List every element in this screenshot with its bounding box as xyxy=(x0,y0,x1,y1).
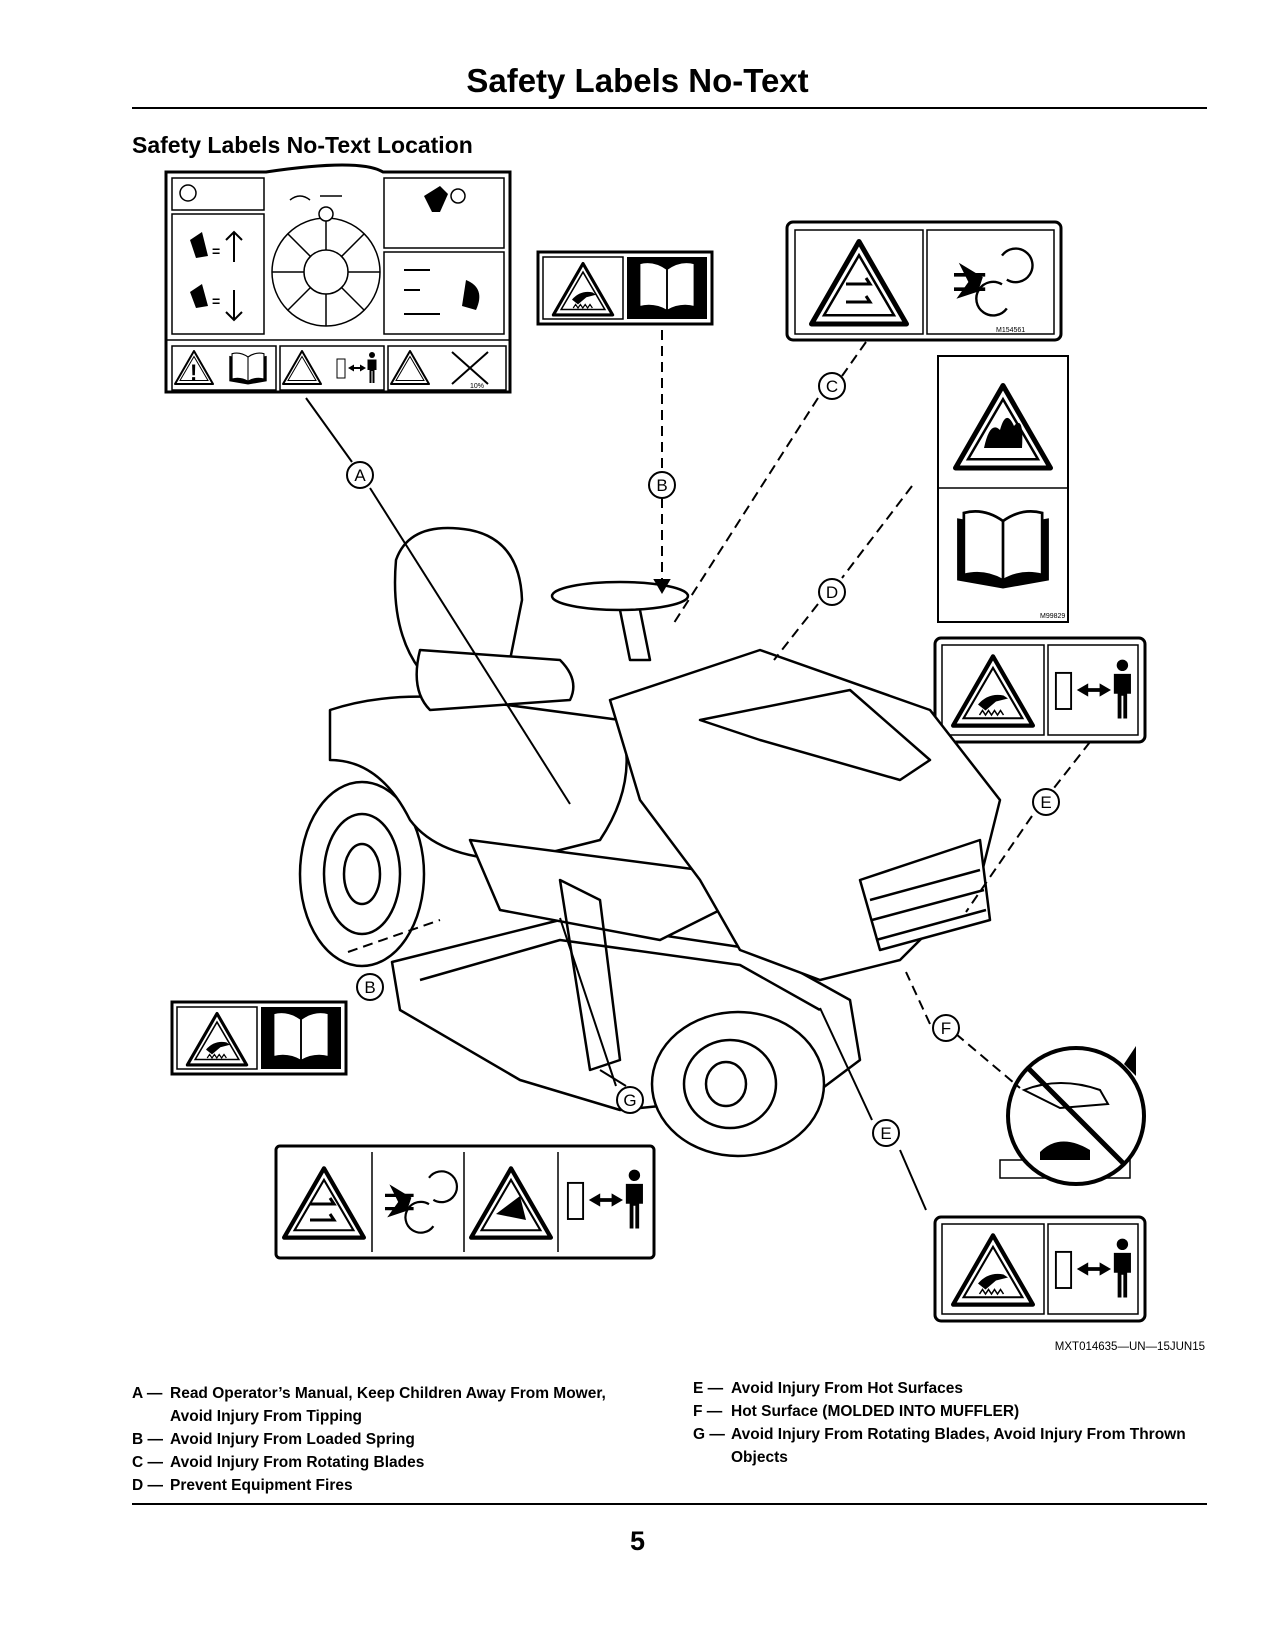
callout-g: G xyxy=(616,1086,644,1114)
label-d: M99829 xyxy=(937,355,1069,623)
legend-item-f: F — Hot Surface (MOLDED INTO MUFFLER) xyxy=(693,1400,1213,1423)
svg-text:10%: 10% xyxy=(470,383,484,390)
svg-text:D: D xyxy=(826,583,838,602)
callout-d: D xyxy=(818,578,846,606)
label-a-dash-decal: = = ! 10% xyxy=(164,163,512,394)
legend-text: Avoid Injury From Rotating Blades xyxy=(170,1454,425,1471)
riding-mower-drawing xyxy=(298,526,1002,1158)
svg-text:E: E xyxy=(880,1124,891,1143)
svg-text:A: A xyxy=(354,466,366,485)
legend-text: Avoid Injury From Rotating Blades, Avoid… xyxy=(731,1426,1186,1466)
label-e-upper xyxy=(933,636,1147,744)
svg-text:!: ! xyxy=(190,360,197,385)
svg-text:=: = xyxy=(212,293,220,309)
page-number: 5 xyxy=(629,1526,646,1556)
cut-height-dial-icon xyxy=(271,206,381,327)
svg-text:M154561: M154561 xyxy=(996,327,1025,334)
svg-text:M99829: M99829 xyxy=(1040,613,1065,620)
callout-b-top: B xyxy=(648,471,676,499)
svg-text:=: = xyxy=(212,243,220,259)
callout-c: C xyxy=(818,372,846,400)
legend-item-a: A — Read Operator’s Manual, Keep Childre… xyxy=(132,1382,652,1428)
svg-text:B: B xyxy=(364,978,375,997)
legend-key: F — xyxy=(693,1403,723,1420)
callout-e-lower: E xyxy=(872,1119,900,1147)
legend-right: E — Avoid Injury From Hot Surfaces F — H… xyxy=(693,1377,1213,1469)
label-b-lower xyxy=(170,1000,348,1076)
legend-key: G — xyxy=(693,1426,725,1443)
legend-text: Prevent Equipment Fires xyxy=(170,1477,353,1494)
callout-a: A xyxy=(346,461,374,489)
legend-item-c: C — Avoid Injury From Rotating Blades xyxy=(132,1451,652,1474)
lever-down-icon xyxy=(190,284,208,308)
label-f-muffler xyxy=(999,1046,1146,1186)
svg-text:G: G xyxy=(623,1091,636,1110)
page-title: Safety Labels No-Text xyxy=(466,62,809,99)
header-rule xyxy=(132,107,1207,109)
svg-text:E: E xyxy=(1040,793,1051,812)
legend-text: Read Operator’s Manual, Keep Children Aw… xyxy=(170,1385,606,1425)
legend-text: Hot Surface (MOLDED INTO MUFFLER) xyxy=(731,1403,1020,1420)
throttle-icon xyxy=(424,186,448,212)
callout-f: F xyxy=(932,1014,960,1042)
legend-item-g: G — Avoid Injury From Rotating Blades, A… xyxy=(693,1423,1213,1469)
svg-text:C: C xyxy=(826,377,838,396)
legend-key: A — xyxy=(132,1385,163,1402)
legend-key: C — xyxy=(132,1454,163,1471)
legend-key: B — xyxy=(132,1431,163,1448)
callout-e-upper: E xyxy=(1032,788,1060,816)
callout-b-lower: B xyxy=(356,973,384,1001)
label-g xyxy=(274,1144,656,1260)
lever-up-icon xyxy=(190,232,208,258)
legend-left: A — Read Operator’s Manual, Keep Childre… xyxy=(132,1382,652,1497)
label-b-top xyxy=(536,250,714,326)
leader-lines xyxy=(305,330,1091,1211)
figure-id: MXT014635—UN—15JUN15 xyxy=(1054,1341,1205,1353)
svg-text:B: B xyxy=(656,476,667,495)
footer-rule xyxy=(132,1503,1207,1505)
svg-text:F: F xyxy=(941,1019,951,1038)
fire-icon xyxy=(984,417,1023,448)
section-title: Safety Labels No-Text Location xyxy=(132,132,473,158)
legend-text: Avoid Injury From Loaded Spring xyxy=(170,1431,415,1448)
legend-text: Avoid Injury From Hot Surfaces xyxy=(731,1380,963,1397)
label-e-lower xyxy=(933,1215,1147,1323)
legend-item-d: D — Prevent Equipment Fires xyxy=(132,1474,652,1497)
mower-logo-icon xyxy=(179,184,197,202)
legend-item-b: B — Avoid Injury From Loaded Spring xyxy=(132,1428,652,1451)
legend-item-e: E — Avoid Injury From Hot Surfaces xyxy=(693,1377,1213,1400)
label-c: M154561 xyxy=(785,220,1063,342)
legend-key: E — xyxy=(693,1380,724,1397)
legend-key: D — xyxy=(132,1477,163,1494)
